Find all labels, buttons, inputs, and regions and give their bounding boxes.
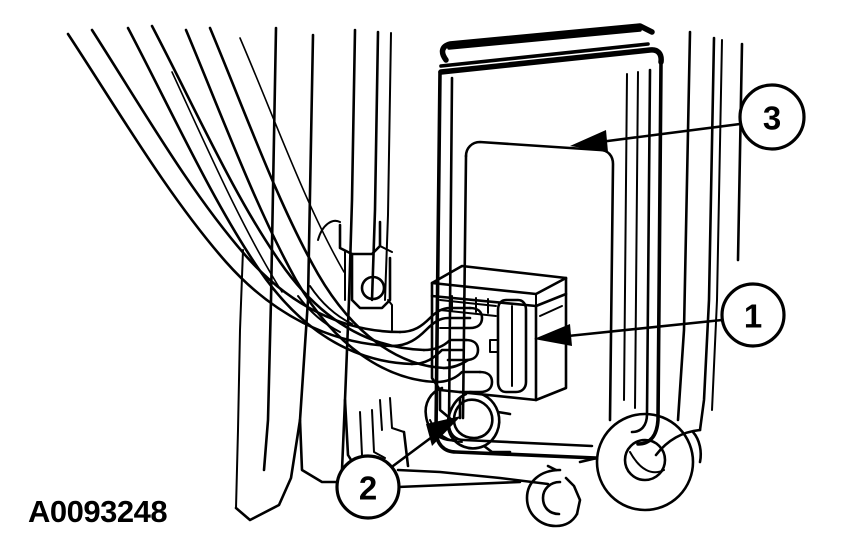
callout-1[interactable]: 1 (534, 282, 786, 348)
callout-3-arrowhead (570, 130, 608, 152)
callout-1-arrowhead (534, 324, 572, 346)
body-pillar-left (234, 26, 392, 522)
callout-3-number: 3 (763, 100, 781, 137)
callout-2-circle (335, 454, 401, 520)
figure-id-label: A0093248 (28, 494, 168, 529)
callout-3[interactable]: 3 (570, 83, 806, 152)
callout-3-leader (598, 122, 742, 144)
electrical-connector (430, 264, 568, 422)
callout-2[interactable]: 2 (335, 416, 522, 520)
callout-1-number: 1 (744, 298, 762, 335)
callout-2-leader-extra (396, 480, 522, 489)
callout-1-leader (566, 318, 724, 338)
callout-2-leader (391, 432, 438, 468)
grommet-boss (578, 412, 703, 512)
body-pillar-right (676, 30, 744, 432)
callout-2-arrowhead (426, 416, 461, 446)
callout-3-circle (738, 83, 806, 151)
callout-2-number: 2 (359, 470, 377, 507)
wire-harness (66, 24, 494, 394)
mounting-bracket (317, 220, 393, 331)
lower-hook-clip (525, 464, 582, 528)
callout-1-circle (720, 282, 786, 348)
